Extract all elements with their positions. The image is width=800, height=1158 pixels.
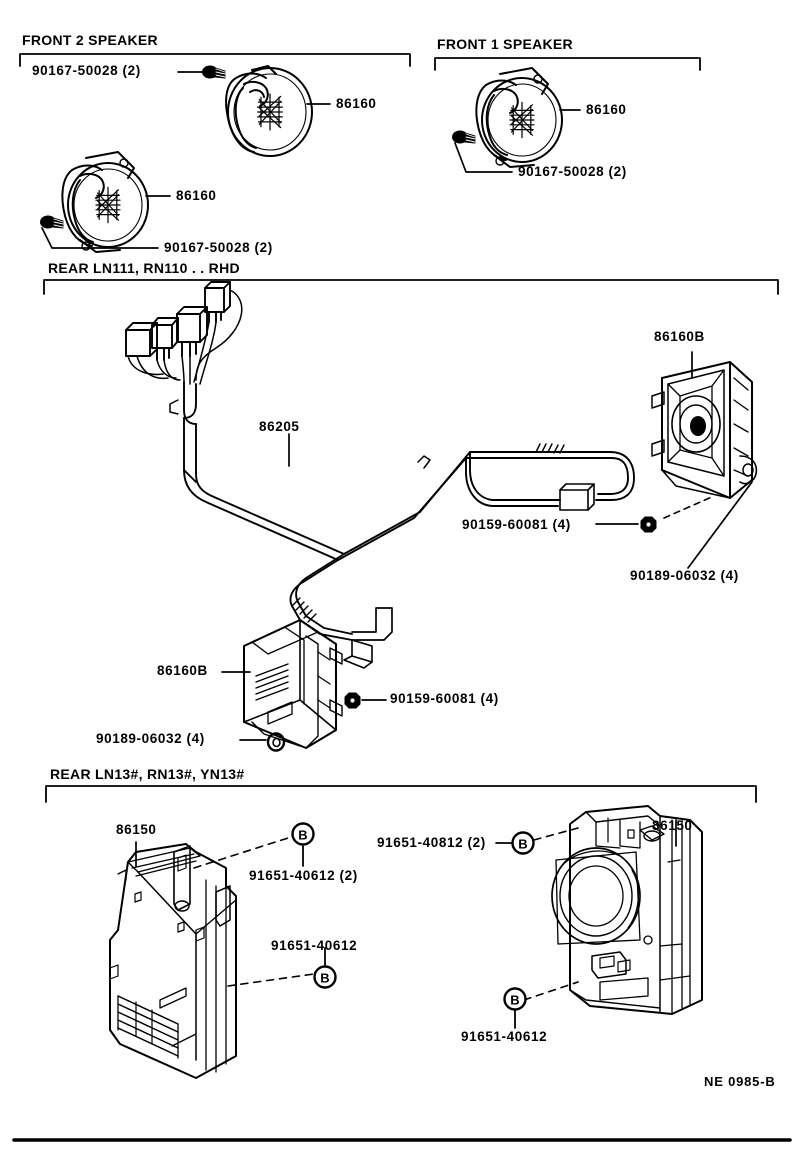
dashed-left-bolt-bottom xyxy=(227,973,315,987)
leader-right-grommet xyxy=(687,481,753,569)
dashed-right-bolt-bottom xyxy=(523,981,579,1001)
callout-front1-speaker: 86160 xyxy=(586,102,627,117)
section-title-rear-ln13: REAR LN13#, RN13#, YN13# xyxy=(50,766,245,782)
callout-bottom-left-bolt-bottom: 91651-40612 xyxy=(271,938,358,953)
callout-front2-screw-bottom: 90167-50028 (2) xyxy=(164,240,273,255)
callout-front2-speaker-top: 86160 xyxy=(336,96,377,111)
screw-front1 xyxy=(452,130,476,144)
section-bracket-front1 xyxy=(434,57,701,71)
callout-front2-speaker-bottom: 86160 xyxy=(176,188,217,203)
callout-harness-86205: 86205 xyxy=(259,419,300,434)
callout-bottom-left-housing: 86150 xyxy=(116,822,157,837)
screw-front2-top xyxy=(202,65,226,79)
callout-right-speaker-box: 86160B xyxy=(654,329,705,344)
reference-marker-b-left-bottom: B xyxy=(313,965,337,989)
callout-bottom-right-bolt-bottom: 91651-40612 xyxy=(461,1029,548,1044)
svg-text:B: B xyxy=(298,828,307,843)
speaker-front1 xyxy=(475,67,563,168)
leader-front1-screw xyxy=(454,142,513,173)
callout-bottom-right-bolt-top: 91651-40812 (2) xyxy=(377,835,486,850)
leader-front2-bottom-screw xyxy=(41,227,159,249)
section-title-front-2-speaker: FRONT 2 SPEAKER xyxy=(22,32,158,48)
callout-front2-screw-top: 90167-50028 (2) xyxy=(32,63,141,78)
callout-bottom-right-housing: 86150 xyxy=(652,818,693,833)
svg-text:B: B xyxy=(510,993,519,1008)
footer-reference-code: NE 0985-B xyxy=(704,1074,776,1089)
callout-left-grommet: 90189-06032 (4) xyxy=(96,731,205,746)
section-bracket-rear-rhd xyxy=(43,279,779,295)
reference-marker-b-right-bottom: B xyxy=(503,987,527,1011)
screw-front2-bottom xyxy=(40,215,64,229)
speaker-box-right-86160B xyxy=(651,361,758,499)
wire-harness-86205 xyxy=(125,281,635,669)
reference-marker-b-right-top: B xyxy=(511,831,535,855)
speaker-mesh-front1 xyxy=(509,101,535,139)
speaker-front2-bottom xyxy=(61,151,149,253)
nut-left-90159 xyxy=(344,692,361,709)
callout-left-nut: 90159-60081 (4) xyxy=(390,691,499,706)
speaker-front2-top xyxy=(225,65,313,157)
dashed-right-bolt-top xyxy=(533,827,579,841)
reference-marker-b-left-top: B xyxy=(291,822,315,846)
dashed-left-bolt-top xyxy=(193,837,289,869)
callout-bottom-left-bolt-top: 91651-40612 (2) xyxy=(249,868,358,883)
svg-text:B: B xyxy=(320,971,329,986)
dashed-right-grommet xyxy=(663,495,715,519)
callout-left-speaker-box: 86160B xyxy=(157,663,208,678)
speaker-mesh-front2-top xyxy=(257,93,283,131)
callout-right-grommet: 90189-06032 (4) xyxy=(630,568,739,583)
nut-right-90159 xyxy=(640,516,657,533)
section-title-front-1-speaker: FRONT 1 SPEAKER xyxy=(437,36,573,52)
svg-text:B: B xyxy=(518,837,527,852)
callout-front1-screw: 90167-50028 (2) xyxy=(518,164,627,179)
housing-left-86150 xyxy=(109,843,237,1079)
speaker-box-left-86160B xyxy=(243,619,343,749)
section-bracket-front2 xyxy=(19,53,411,67)
section-bracket-rear-13 xyxy=(45,785,757,803)
section-title-rear-rhd: REAR LN111, RN110 . . RHD xyxy=(48,260,240,276)
housing-right-86150 xyxy=(551,805,703,1015)
callout-right-nut: 90159-60081 (4) xyxy=(462,517,571,532)
speaker-mesh-front2-bottom xyxy=(95,186,121,224)
